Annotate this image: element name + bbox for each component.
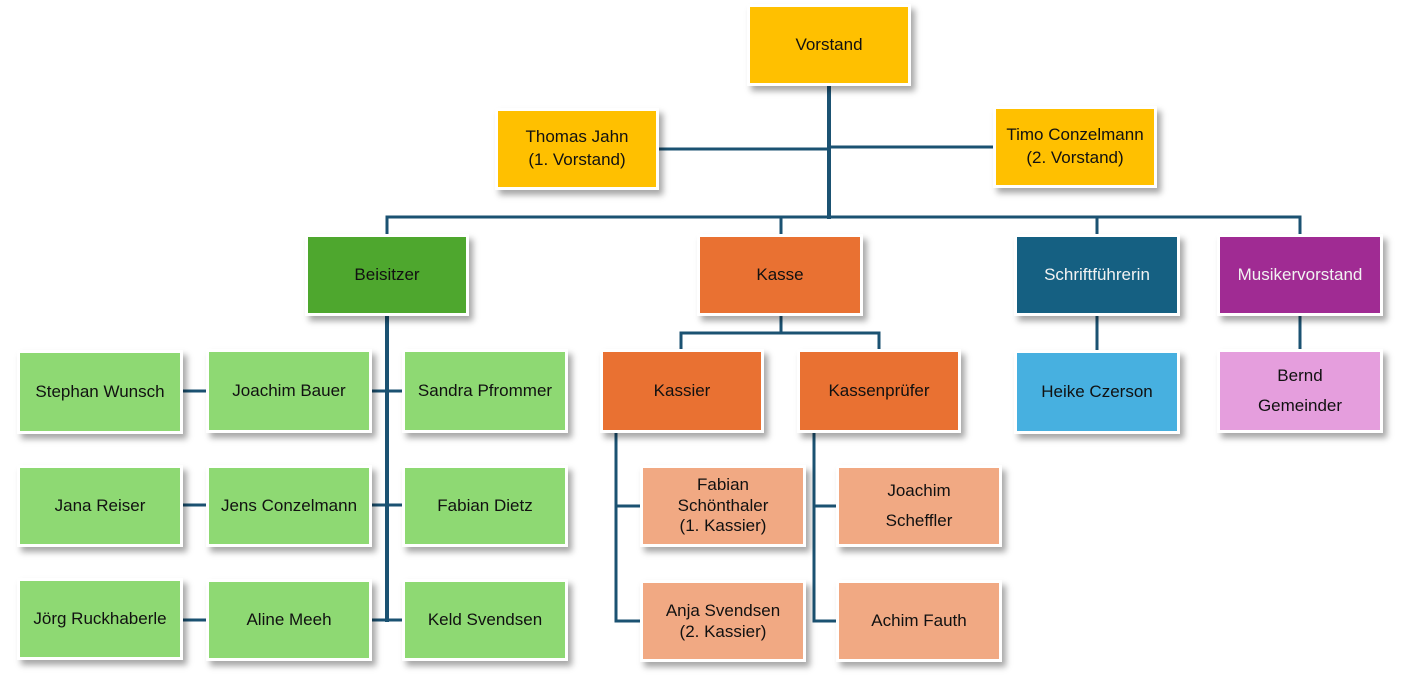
connector-kassier-members — [614, 430, 645, 623]
node-keld-svendsen[interactable]: Keld Svendsen — [402, 579, 568, 661]
node-joerg-ruckhaberle[interactable]: Jörg Ruckhaberle — [17, 578, 183, 660]
node-musikervorstand[interactable]: Musikervorstand — [1217, 234, 1383, 316]
node-kasse[interactable]: Kasse — [697, 234, 863, 316]
node-bernd-gemeinder[interactable]: Bernd Gemeinder — [1217, 349, 1383, 433]
node-schriftfuehrerin[interactable]: Schriftführerin — [1014, 234, 1180, 316]
node-anja-svendsen[interactable]: Anja Svendsen (2. Kassier) — [640, 580, 806, 662]
node-aline-meeh[interactable]: Aline Meeh — [206, 579, 372, 661]
node-fabian-dietz[interactable]: Fabian Dietz — [402, 465, 568, 547]
node-heike-czerson[interactable]: Heike Czerson — [1014, 350, 1180, 434]
node-thomas-jahn[interactable]: Thomas Jahn (1. Vorstand) — [495, 108, 659, 190]
node-joachim-scheffler[interactable]: Joachim Scheffler — [836, 465, 1002, 547]
node-achim-fauth[interactable]: Achim Fauth — [836, 580, 1002, 662]
node-fabian-schoenthaler[interactable]: Fabian Schönthaler (1. Kassier) — [640, 465, 806, 547]
connector-pruefer-members — [812, 430, 841, 623]
node-joachim-bauer[interactable]: Joachim Bauer — [206, 349, 372, 433]
node-sandra-pfrommer[interactable]: Sandra Pfrommer — [402, 349, 568, 433]
node-kassenpruefer[interactable]: Kassenprüfer — [797, 349, 961, 433]
node-vorstand[interactable]: Vorstand — [747, 4, 911, 86]
node-jana-reiser[interactable]: Jana Reiser — [17, 465, 183, 547]
node-kassier[interactable]: Kassier — [600, 349, 764, 433]
node-jens-conzelmann[interactable]: Jens Conzelmann — [206, 465, 372, 547]
node-stephan-wunsch[interactable]: Stephan Wunsch — [17, 350, 183, 434]
node-beisitzer[interactable]: Beisitzer — [305, 234, 469, 316]
node-timo-conzelmann[interactable]: Timo Conzelmann (2. Vorstand) — [993, 106, 1157, 188]
